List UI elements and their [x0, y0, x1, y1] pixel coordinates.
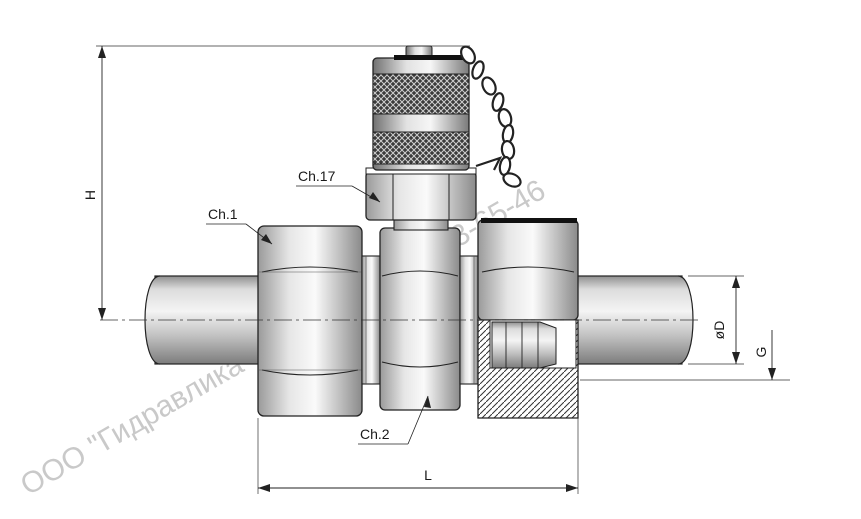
center-body — [379, 227, 461, 411]
dimension-g-label: G — [753, 347, 769, 358]
callout-ch1: Ch.1 — [206, 206, 273, 245]
right-union-nut — [477, 218, 579, 419]
left-union-nut — [257, 225, 363, 417]
protective-cap — [372, 45, 470, 171]
dimension-od: øD — [688, 275, 744, 365]
test-point-hex — [365, 167, 477, 221]
callout-ch1-label: Ch.1 — [208, 206, 238, 222]
callout-ch2: Ch.2 — [358, 395, 431, 445]
callout-ch17-label: Ch.17 — [298, 168, 336, 184]
dimension-l: L — [257, 418, 579, 494]
dimension-l-label: L — [424, 467, 432, 483]
retaining-chain — [460, 45, 522, 188]
dimension-h: H — [82, 45, 470, 320]
callout-ch17: Ch.17 — [296, 168, 381, 203]
callout-ch2-label: Ch.2 — [360, 426, 390, 442]
dimension-od-label: øD — [711, 321, 727, 340]
dimension-g: G — [580, 330, 790, 381]
dimension-h-label: H — [82, 190, 98, 200]
